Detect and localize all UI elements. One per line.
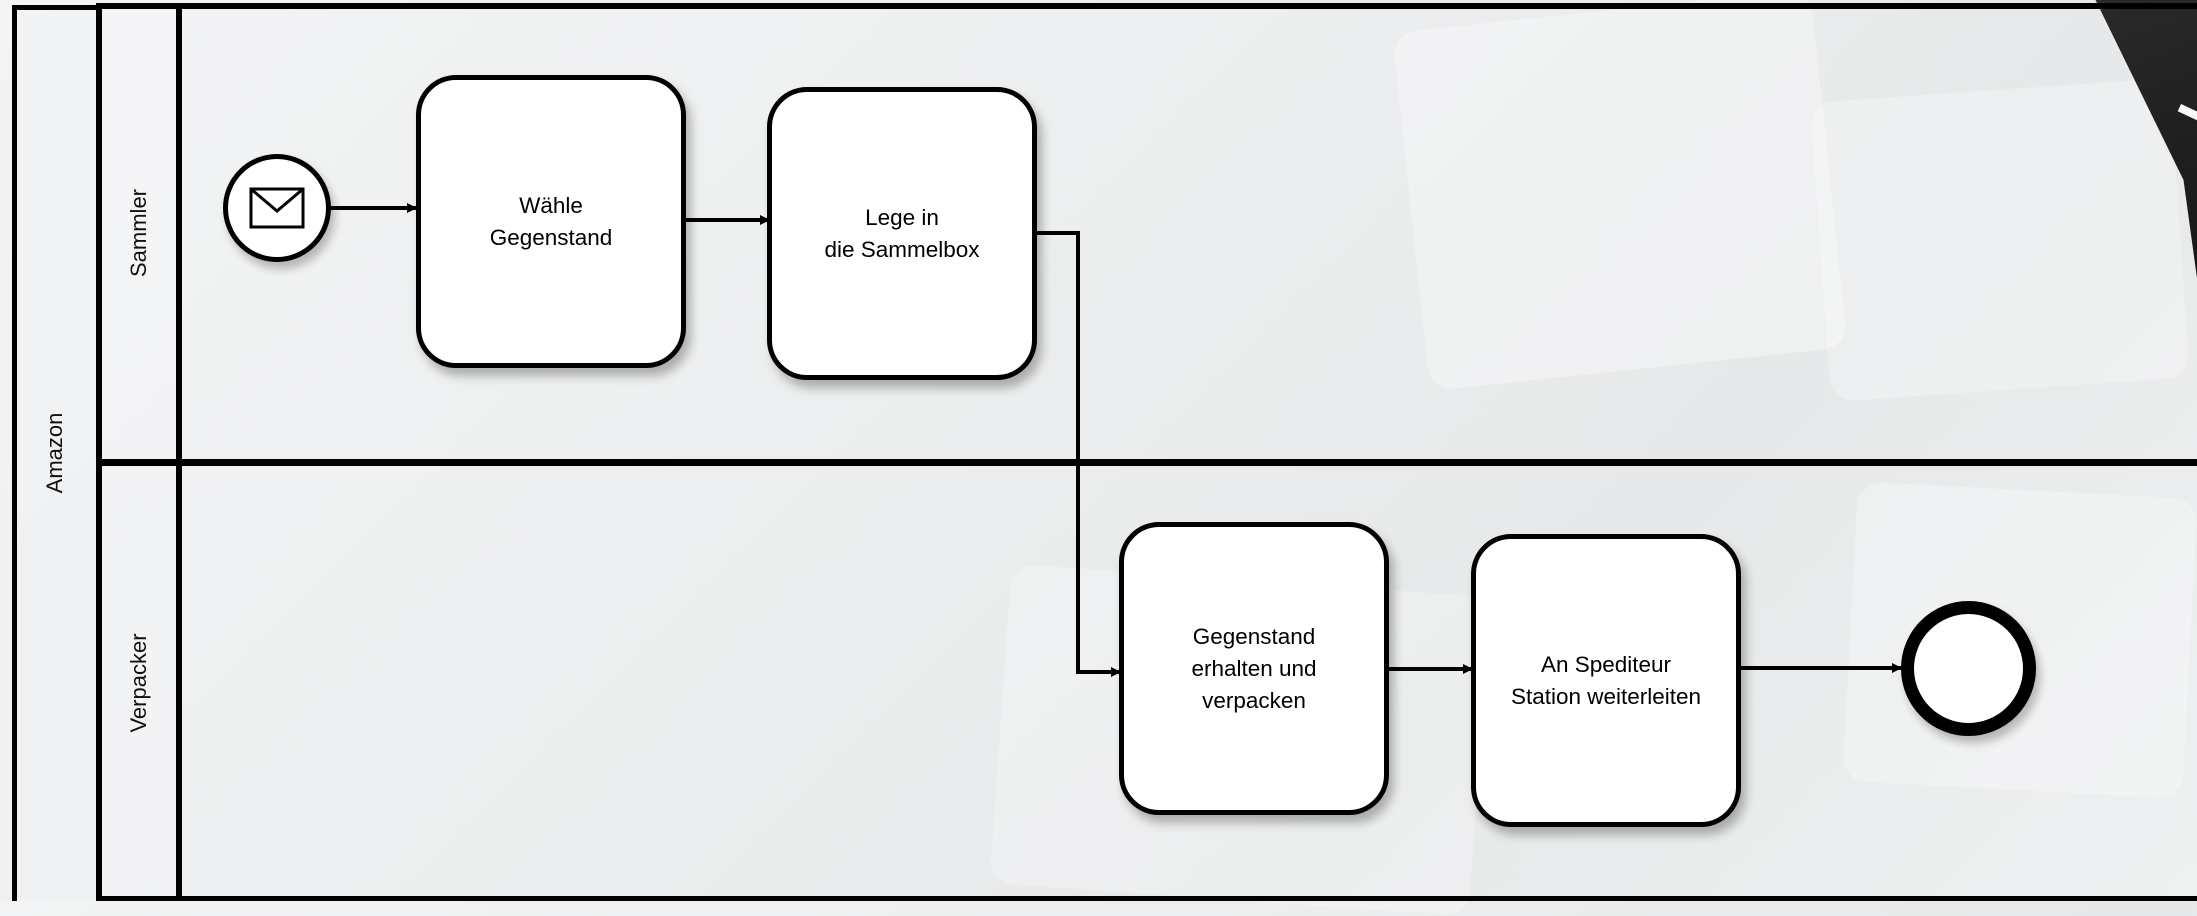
pool-header [12,5,96,901]
envelope-icon [249,187,305,229]
task-waehle-gegenstand[interactable]: Wähle Gegenstand [416,75,686,368]
lane-divider [96,459,2197,466]
lane-header-sammler [96,3,182,463]
end-event[interactable] [1901,601,2036,736]
task-an-spediteur[interactable]: An Spediteur Station weiterleiten [1471,534,1741,827]
message-start-event[interactable] [223,154,331,262]
flow-lege-to-gegenstand [1036,231,1121,677]
pool-bottom-border [96,896,2197,901]
task-gegenstand-erhalten[interactable]: Gegenstand erhalten und verpacken [1119,522,1389,815]
pool-top-border [96,3,2197,9]
task-lege-in-sammelbox[interactable]: Lege in die Sammelbox [767,87,1037,380]
